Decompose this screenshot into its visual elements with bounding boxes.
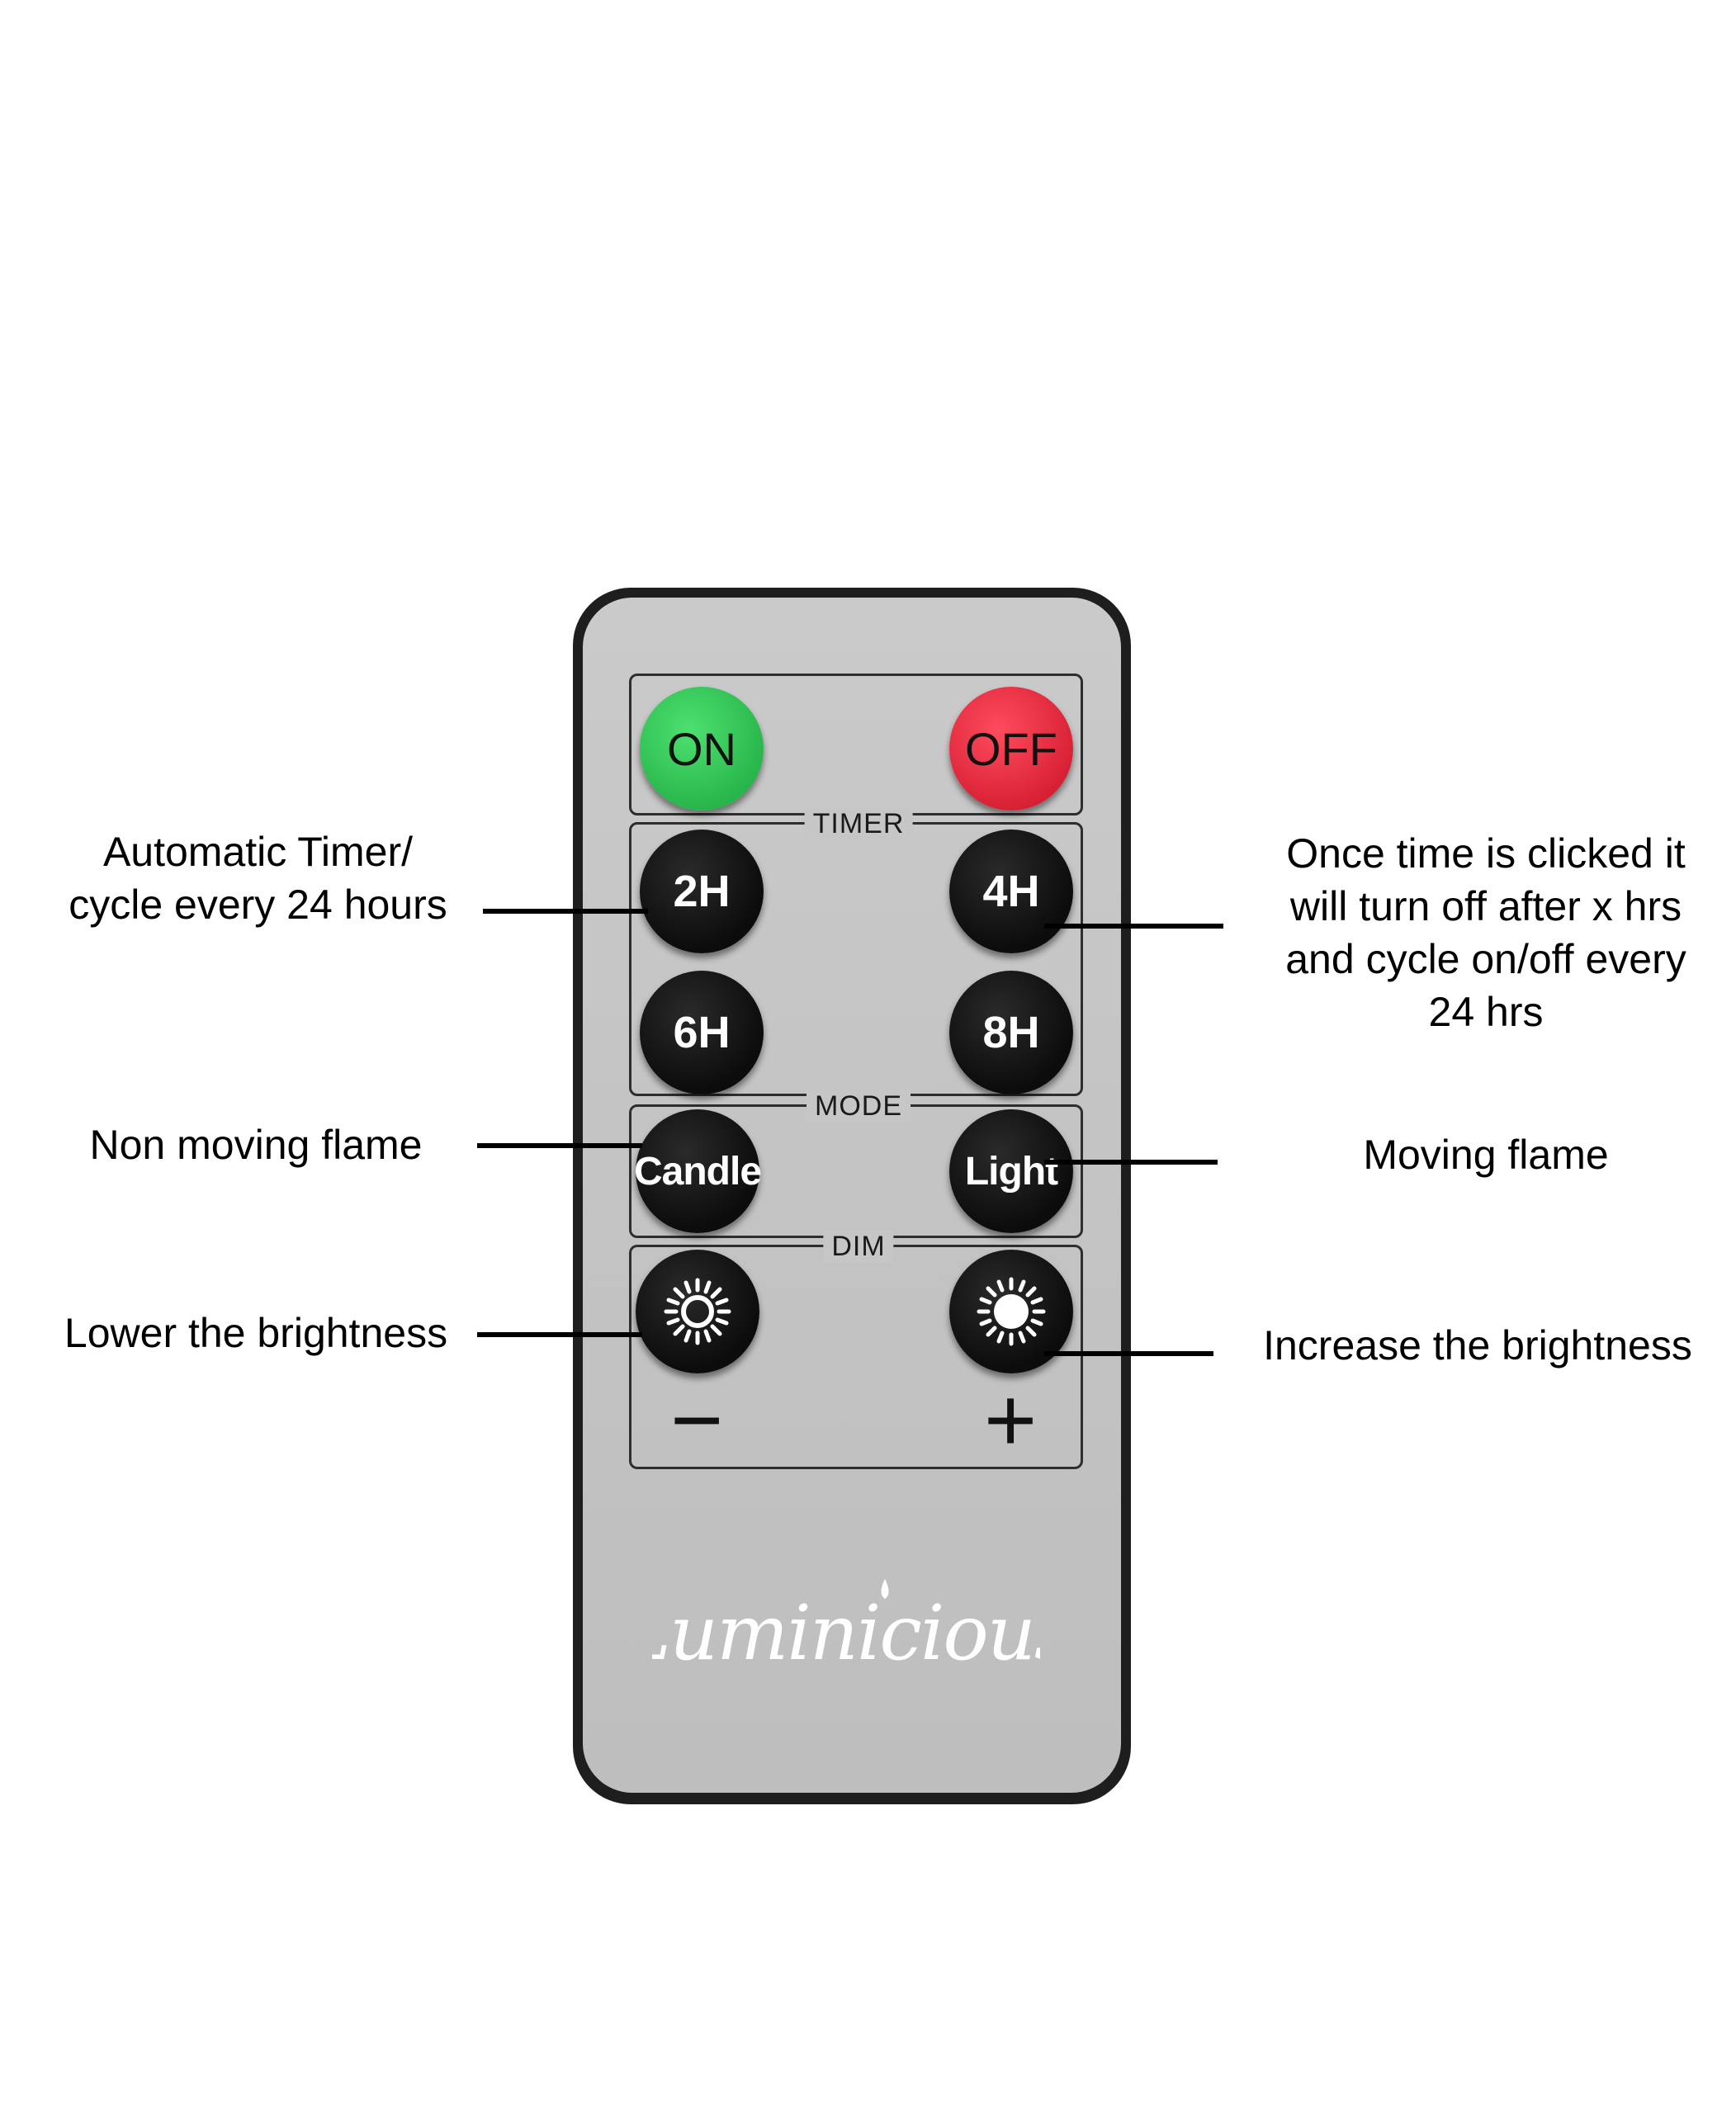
callout-mode-right: Moving flame xyxy=(1363,1132,1609,1178)
timer-4h-label: 4H xyxy=(982,867,1040,916)
leader-timer-left xyxy=(483,909,648,914)
callout-dim-right: Increase the brightness xyxy=(1263,1322,1692,1368)
timer-panel: TIMER xyxy=(629,808,1083,1096)
minus-sign: − xyxy=(670,1369,724,1471)
timer-2h-button[interactable]: 2H xyxy=(640,830,764,953)
leader-timer-right xyxy=(1044,924,1223,929)
timer-8h-button[interactable]: 8H xyxy=(949,971,1073,1094)
callout-timer-left: Automatic Timer/ cycle every 24 hours xyxy=(69,829,447,928)
mode-candle-button[interactable]: Candle xyxy=(633,1109,762,1233)
mode-light-button[interactable]: Light xyxy=(949,1109,1073,1233)
timer-2h-label: 2H xyxy=(673,867,731,916)
leader-mode-right xyxy=(1044,1160,1218,1165)
timer-label: TIMER xyxy=(804,808,913,840)
sun-filled-icon xyxy=(977,1277,1046,1346)
leader-mode-left xyxy=(477,1143,642,1148)
off-button[interactable]: OFF xyxy=(949,687,1073,811)
callout-dim-left: Lower the brightness xyxy=(64,1310,448,1356)
timer-6h-button[interactable]: 6H xyxy=(640,971,764,1094)
callout-mode-left: Non moving flame xyxy=(89,1122,423,1168)
off-button-label: OFF xyxy=(965,722,1057,775)
mode-light-label: Light xyxy=(964,1149,1058,1194)
dim-panel: DIM xyxy=(629,1231,1083,1469)
mode-label: MODE xyxy=(807,1090,911,1123)
leader-dim-right xyxy=(1044,1351,1213,1356)
sun-outline-icon xyxy=(664,1278,731,1345)
leader-dim-left xyxy=(477,1332,642,1337)
callout-timer-right: Once time is clicked it will turn off af… xyxy=(1285,830,1686,1035)
plus-sign: + xyxy=(984,1369,1038,1471)
dim-down-button[interactable] xyxy=(636,1250,759,1373)
timer-4h-button[interactable]: 4H xyxy=(949,830,1073,953)
mode-candle-label: Candle xyxy=(633,1149,762,1194)
on-button-label: ON xyxy=(667,722,736,775)
dim-label: DIM xyxy=(823,1231,894,1263)
brand-logo: Luminicious xyxy=(652,1579,1040,1677)
on-button[interactable]: ON xyxy=(640,687,764,811)
timer-8h-label: 8H xyxy=(982,1008,1040,1057)
svg-text:Luminicious: Luminicious xyxy=(652,1589,1040,1677)
timer-6h-label: 6H xyxy=(673,1008,731,1057)
